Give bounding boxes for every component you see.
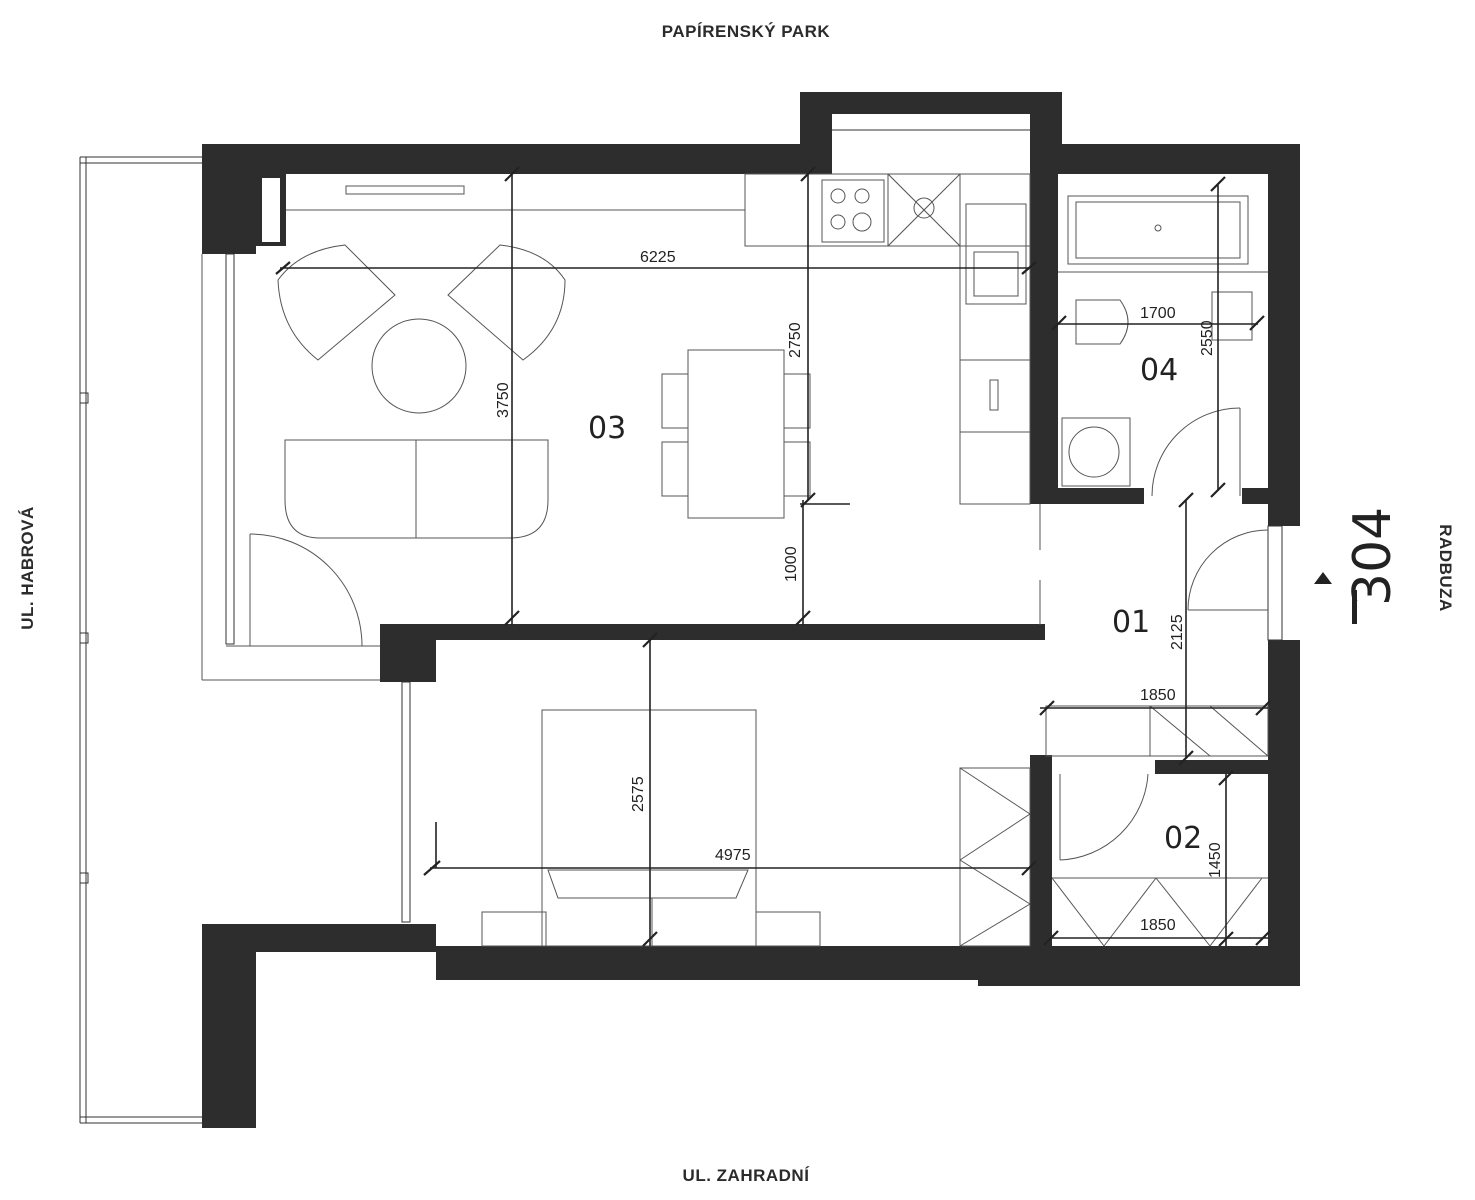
windows — [225, 129, 1283, 923]
walls — [202, 92, 1300, 1128]
dim-dining-depth: 2750 — [787, 322, 804, 358]
entrance-arrow-icon — [1314, 572, 1332, 584]
room-label-hall: 01 — [1112, 605, 1150, 640]
bedroom-furniture — [481, 709, 1031, 947]
dim-passage: 1000 — [783, 546, 800, 582]
unit-marker: 304 — [1314, 507, 1403, 624]
dim-living-width: 6225 — [640, 249, 676, 266]
unit-number: 304 — [1343, 507, 1403, 606]
storage-elements — [1051, 773, 1268, 947]
dim-bedroom-width: 4975 — [715, 847, 751, 864]
room-label-bathroom: 04 — [1140, 353, 1178, 388]
street-right: RADBUZA — [1436, 524, 1455, 612]
dim-bedroom-depth: 2575 — [630, 776, 647, 812]
dim-hall-depth: 2125 — [1169, 614, 1186, 650]
room-label-storage: 02 — [1164, 821, 1202, 856]
hall-elements — [1039, 504, 1269, 757]
dim-hall-width: 1850 — [1140, 687, 1176, 704]
street-top: PAPÍRENSKÝ PARK — [662, 22, 831, 41]
street-labels: PAPÍRENSKÝ PARK UL. ZAHRADNÍ UL. HABROVÁ… — [18, 22, 1455, 1185]
street-left: UL. HABROVÁ — [18, 506, 37, 630]
unit-marker-bar — [1352, 590, 1357, 624]
dim-bath-depth: 2550 — [1199, 320, 1216, 356]
living-furniture — [201, 173, 1031, 681]
street-bottom: UL. ZAHRADNÍ — [683, 1166, 811, 1185]
dimension-labels: 6225 3750 2750 1000 1700 2550 2125 1850 … — [495, 249, 1224, 934]
bathroom-fixtures — [1058, 195, 1268, 497]
dim-storage-width: 1850 — [1140, 917, 1176, 934]
room-labels: 03 04 01 02 — [588, 353, 1202, 856]
dim-bath-width: 1700 — [1140, 305, 1176, 322]
balcony — [79, 156, 203, 1124]
room-label-living: 03 — [588, 411, 626, 446]
dim-storage-depth: 1450 — [1207, 842, 1224, 878]
dim-living-depth: 3750 — [495, 382, 512, 418]
dimension-lines — [275, 166, 1271, 947]
